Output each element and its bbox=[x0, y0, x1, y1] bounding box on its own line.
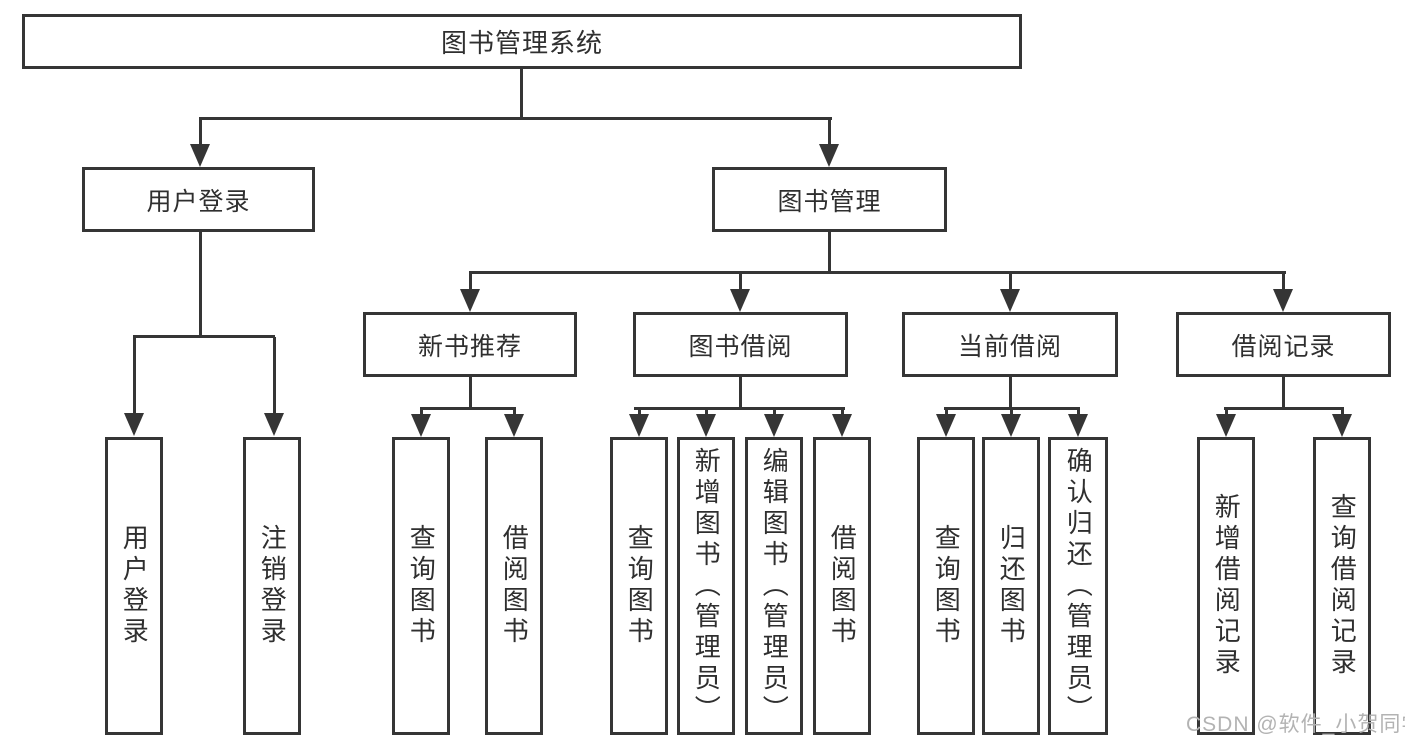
connector-line bbox=[1225, 409, 1228, 418]
leaf-borrow-query-label: 查询图书 bbox=[624, 524, 655, 648]
node-current-borrow: 当前借阅 bbox=[902, 312, 1118, 377]
node-book-management: 图书管理 bbox=[712, 167, 947, 232]
connector-line bbox=[739, 376, 742, 410]
leaf-borrow-add-label: 新增图书（管理员） bbox=[691, 446, 722, 726]
connector-line bbox=[469, 271, 1286, 274]
connector-line bbox=[469, 376, 472, 410]
arrowhead-icon bbox=[1216, 414, 1236, 437]
arrowhead-icon bbox=[124, 413, 144, 436]
connector-line bbox=[634, 407, 845, 410]
leaf-current-confirm-label: 确认归还（管理员） bbox=[1063, 446, 1094, 726]
arrowhead-icon bbox=[764, 414, 784, 437]
leaf-current-query-label: 查询图书 bbox=[931, 524, 962, 648]
connector-line bbox=[841, 409, 844, 418]
node-root-label: 图书管理系统 bbox=[440, 28, 603, 58]
connector-line bbox=[1282, 273, 1285, 292]
connector-line bbox=[199, 119, 202, 146]
arrowhead-icon bbox=[936, 414, 956, 437]
node-current-borrow-label: 当前借阅 bbox=[957, 332, 1062, 361]
connector-line bbox=[1282, 376, 1285, 410]
leaf-borrow-borrow-label: 借阅图书 bbox=[827, 524, 858, 648]
arrowhead-icon bbox=[819, 144, 839, 167]
node-user-login: 用户登录 bbox=[82, 167, 315, 232]
arrowhead-icon bbox=[1332, 414, 1352, 437]
arrowhead-icon bbox=[264, 413, 284, 436]
connector-line bbox=[638, 409, 641, 418]
connector-line bbox=[945, 409, 948, 418]
connector-line bbox=[1224, 407, 1344, 410]
arrowhead-icon bbox=[460, 289, 480, 312]
connector-line bbox=[420, 409, 423, 418]
connector-line bbox=[705, 409, 708, 418]
leaf-newbooks-borrow: 借阅图书 bbox=[485, 437, 543, 735]
leaf-current-confirm: 确认归还（管理员） bbox=[1048, 437, 1108, 735]
node-user-login-label: 用户登录 bbox=[146, 187, 251, 216]
arrowhead-icon bbox=[730, 289, 750, 312]
connector-line bbox=[739, 273, 742, 292]
arrowhead-icon bbox=[411, 414, 431, 437]
leaf-current-return: 归还图书 bbox=[982, 437, 1040, 735]
connector-line bbox=[1009, 273, 1012, 292]
connector-line bbox=[944, 407, 1080, 410]
connector-line bbox=[828, 119, 831, 146]
arrowhead-icon bbox=[1068, 414, 1088, 437]
connector-line bbox=[828, 231, 831, 273]
connector-line bbox=[1077, 409, 1080, 418]
arrowhead-icon bbox=[190, 144, 210, 167]
leaf-records-add-label: 新增借阅记录 bbox=[1211, 493, 1242, 679]
connector-line bbox=[513, 409, 516, 418]
connector-line bbox=[273, 337, 276, 416]
connector-line bbox=[199, 231, 202, 337]
leaf-logout: 注销登录 bbox=[243, 437, 301, 735]
connector-line bbox=[520, 69, 523, 119]
connector-line bbox=[773, 409, 776, 418]
leaf-current-query: 查询图书 bbox=[917, 437, 975, 735]
node-borrow-records-label: 借阅记录 bbox=[1231, 332, 1336, 361]
leaf-logout-label: 注销登录 bbox=[257, 524, 288, 648]
arrowhead-icon bbox=[696, 414, 716, 437]
leaf-newbooks-borrow-label: 借阅图书 bbox=[499, 524, 530, 648]
connector-line bbox=[133, 337, 136, 416]
arrowhead-icon bbox=[832, 414, 852, 437]
arrowhead-icon bbox=[629, 414, 649, 437]
connector-line bbox=[1341, 409, 1344, 418]
leaf-current-return-label: 归还图书 bbox=[996, 524, 1027, 648]
leaf-records-add: 新增借阅记录 bbox=[1197, 437, 1255, 735]
connector-line bbox=[469, 273, 472, 292]
leaf-user-login: 用户登录 bbox=[105, 437, 163, 735]
connector-line bbox=[133, 335, 275, 338]
arrowhead-icon bbox=[1000, 289, 1020, 312]
leaf-borrow-borrow: 借阅图书 bbox=[813, 437, 871, 735]
leaf-newbooks-query-label: 查询图书 bbox=[406, 524, 437, 648]
node-root: 图书管理系统 bbox=[22, 14, 1022, 69]
arrowhead-icon bbox=[504, 414, 524, 437]
leaf-newbooks-query: 查询图书 bbox=[392, 437, 450, 735]
leaf-borrow-add: 新增图书（管理员） bbox=[677, 437, 735, 735]
connector-line bbox=[1009, 376, 1012, 410]
leaf-borrow-edit: 编辑图书（管理员） bbox=[745, 437, 803, 735]
leaf-borrow-query: 查询图书 bbox=[610, 437, 668, 735]
leaf-records-query-label: 查询借阅记录 bbox=[1327, 493, 1358, 679]
leaf-borrow-edit-label: 编辑图书（管理员） bbox=[759, 446, 790, 726]
csdn-watermark: CSDN @软件_小贺同学 bbox=[1186, 713, 1405, 736]
node-new-book-recommend: 新书推荐 bbox=[363, 312, 577, 377]
node-new-book-recommend-label: 新书推荐 bbox=[417, 332, 522, 361]
connector-line bbox=[420, 407, 516, 410]
leaf-records-query: 查询借阅记录 bbox=[1313, 437, 1371, 735]
arrowhead-icon bbox=[1273, 289, 1293, 312]
leaf-user-login-label: 用户登录 bbox=[119, 524, 150, 648]
arrowhead-icon bbox=[1001, 414, 1021, 437]
connector-line bbox=[199, 117, 832, 120]
connector-line bbox=[1010, 409, 1013, 418]
node-book-management-label: 图书管理 bbox=[777, 187, 882, 216]
node-book-borrow-label: 图书借阅 bbox=[688, 332, 793, 361]
node-borrow-records: 借阅记录 bbox=[1176, 312, 1391, 377]
node-book-borrow: 图书借阅 bbox=[633, 312, 848, 377]
